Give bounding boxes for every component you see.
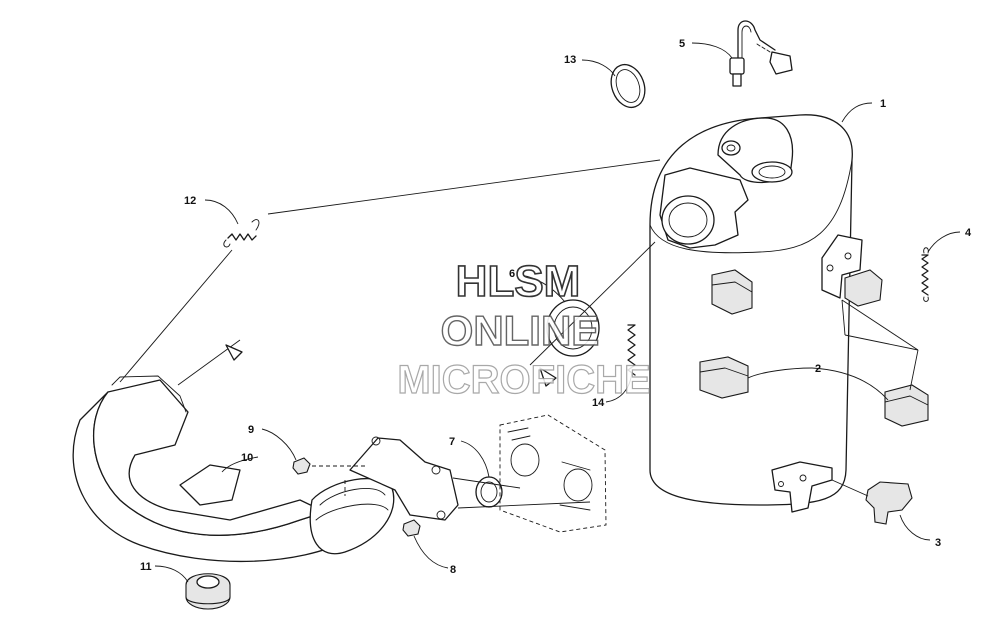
exhaust-head-pipe <box>72 375 459 563</box>
grommet-bracket <box>844 269 883 307</box>
clamp-band <box>610 63 646 109</box>
watermark-line-3: MICROFICHE <box>397 358 650 402</box>
rubber-bumper <box>185 573 231 610</box>
callout-12: 12 <box>184 195 196 207</box>
watermark: HLSM ONLINE MICROFICHE <box>397 256 652 402</box>
direction-arrow-left <box>225 344 243 361</box>
watermark-line-1: HLSM <box>456 257 581 306</box>
callout-4: 4 <box>965 227 972 239</box>
grommet-upper <box>711 269 753 315</box>
watermark-line-2: ONLINE <box>441 307 600 354</box>
callout-3: 3 <box>935 537 941 549</box>
gasket-small <box>475 476 503 508</box>
callout-10: 10 <box>241 452 253 464</box>
callout-2: 2 <box>815 363 821 375</box>
isolator <box>865 481 913 525</box>
grommet-middle <box>699 356 749 399</box>
callout-13: 13 <box>564 54 576 66</box>
callout-9: 9 <box>248 424 254 436</box>
spring-left <box>223 219 260 248</box>
callout-14: 14 <box>592 397 605 409</box>
callout-labels: 1 2 3 4 5 6 7 8 9 10 11 12 13 14 <box>140 38 972 576</box>
callout-7: 7 <box>449 436 455 448</box>
leader-lines <box>154 42 961 583</box>
assembly-lines <box>119 159 919 509</box>
gasket-ring <box>546 299 600 357</box>
grommet-right <box>884 384 929 427</box>
spring-center <box>627 324 636 376</box>
oxygen-sensor <box>729 20 793 87</box>
callout-6: 6 <box>509 268 515 280</box>
nut-8 <box>402 519 421 537</box>
callout-11: 11 <box>140 561 152 573</box>
spring-right <box>921 247 929 302</box>
callout-5: 5 <box>679 38 685 50</box>
callout-1: 1 <box>880 98 886 110</box>
direction-arrow-center <box>539 367 557 387</box>
cylinder-head-reference <box>499 414 607 533</box>
nut-9 <box>292 457 311 475</box>
muffler <box>649 114 863 513</box>
callout-8: 8 <box>450 564 456 576</box>
